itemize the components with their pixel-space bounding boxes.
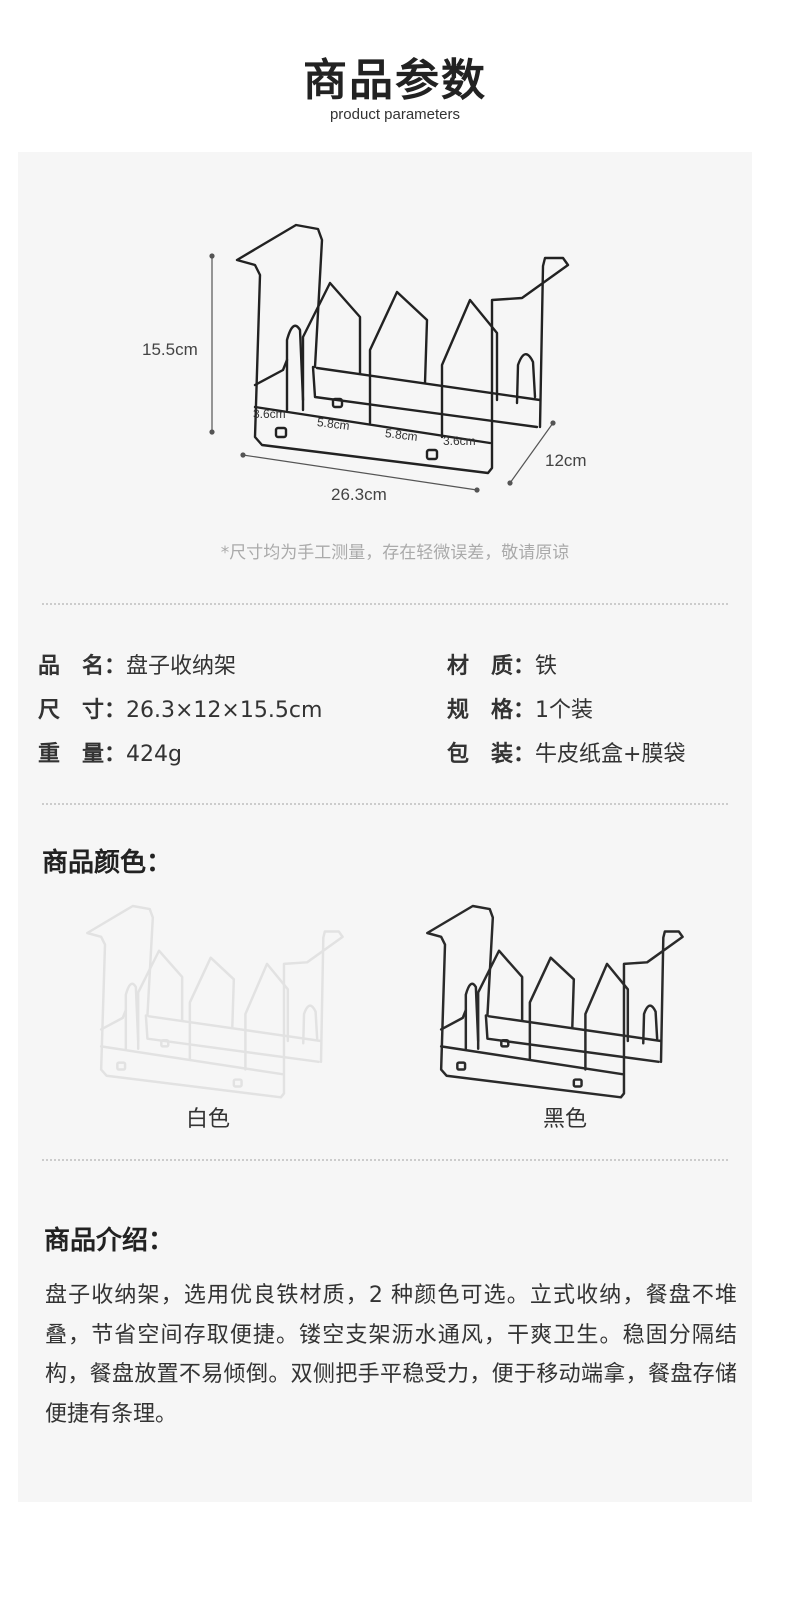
intro-text: 盘子收纳架，选用优良铁材质，2 种颜色可选。立式收纳，餐盘不堆叠，节省空间存取便… [45, 1283, 737, 1427]
measurement-note: *尺寸均为手工测量，存在轻微误差，敬请原谅 [220, 543, 570, 563]
black-rack-image[interactable] [418, 898, 688, 1103]
white-rack-image[interactable] [78, 898, 348, 1103]
spec-value: 26.3×12×15.5cm [126, 698, 323, 723]
spec-name: 品 名：盘子收纳架 [38, 648, 236, 680]
dimension-lines [209, 253, 556, 493]
spec-label: 品 名： [38, 654, 127, 679]
divider [42, 603, 728, 605]
spec-label: 尺 寸： [38, 698, 127, 723]
intro-title: 商品介绍： [44, 1226, 175, 1256]
height-label: 15.5cm [142, 340, 198, 359]
spec-value: 盘子收纳架 [126, 654, 237, 679]
width-label: 26.3cm [331, 485, 387, 504]
spec-label: 重 量： [38, 742, 127, 767]
gap-label: 3.6cm [443, 434, 476, 448]
spec-label: 材 质： [447, 654, 536, 679]
divider [42, 803, 728, 805]
divider [42, 1159, 728, 1161]
depth-label: 12cm [545, 451, 587, 470]
spec-label: 规 格： [447, 698, 536, 723]
spec-value: 1个装 [535, 698, 594, 723]
spec-weight: 重 量：424g [38, 736, 182, 768]
colors-title: 商品颜色： [42, 848, 173, 878]
spec-packaging: 包 装：牛皮纸盒+膜袋 [447, 736, 685, 768]
page-title: 商品参数 [303, 55, 487, 106]
spec-value: 牛皮纸盒+膜袋 [535, 742, 686, 767]
spec-value: 424g [126, 742, 182, 767]
color-option-white[interactable]: 白色 [185, 1107, 230, 1132]
spec-value: 铁 [535, 654, 558, 679]
spec-material: 材 质：铁 [447, 648, 557, 680]
spec-label: 包 装： [447, 742, 536, 767]
gap-label: 3.6cm [253, 407, 286, 421]
color-option-black[interactable]: 黑色 [542, 1107, 587, 1132]
spec-size: 尺 寸：26.3×12×15.5cm [38, 692, 322, 724]
page-subtitle: product parameters [329, 106, 461, 123]
spec-spec: 规 格：1个装 [447, 692, 593, 724]
